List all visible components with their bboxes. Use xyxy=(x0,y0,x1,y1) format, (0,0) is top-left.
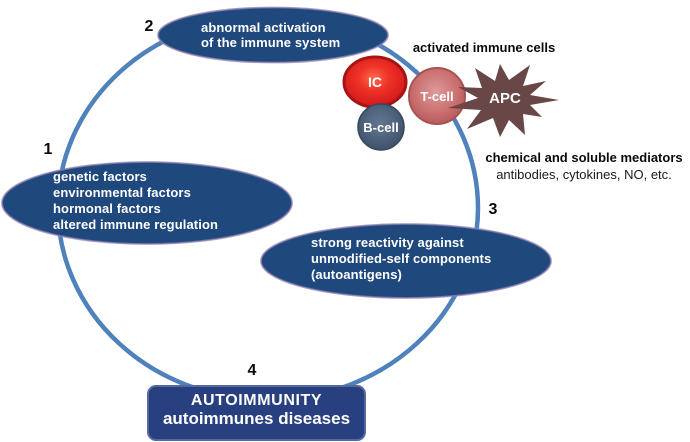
apc-cell-label: APC xyxy=(489,90,521,107)
step-number-4: 4 xyxy=(247,362,257,379)
autoimmunity-title: AUTOIMMUNITY xyxy=(190,392,323,409)
step-number-3: 3 xyxy=(488,201,498,218)
ic-cell-label: IC xyxy=(368,74,382,90)
apc-cell-shape xyxy=(448,64,559,137)
mediators-heading: chemical and soluble mediators xyxy=(485,150,683,165)
step3-label: strong reactivity against unmodified-sel… xyxy=(311,235,492,282)
step-number-2: 2 xyxy=(144,18,154,35)
step1-label: genetic factors environmental factors ho… xyxy=(53,169,219,232)
b-cell-shape xyxy=(357,103,405,151)
step-number-1: 1 xyxy=(43,141,53,158)
node-step3-reactivity xyxy=(260,223,552,299)
node-step2-abnormal-activation xyxy=(157,6,389,64)
activated-immune-cells-heading: activated immune cells xyxy=(412,40,556,55)
node-step1-factors xyxy=(1,161,293,245)
step4-label: AUTOIMMUNITY autoimmunes diseases xyxy=(148,392,365,428)
t-cell-label: T-cell xyxy=(420,89,454,104)
mediators-examples: antibodies, cytokines, NO, etc. xyxy=(496,167,672,182)
b-cell-label: B-cell xyxy=(363,120,399,135)
t-cell-shape xyxy=(408,67,466,125)
node-step4-autoimmunity-box xyxy=(147,385,366,441)
autoimmunes-diseases-subtitle: autoimmunes diseases xyxy=(162,409,351,428)
step2-label: abnormal activation of the immune system xyxy=(201,20,341,50)
